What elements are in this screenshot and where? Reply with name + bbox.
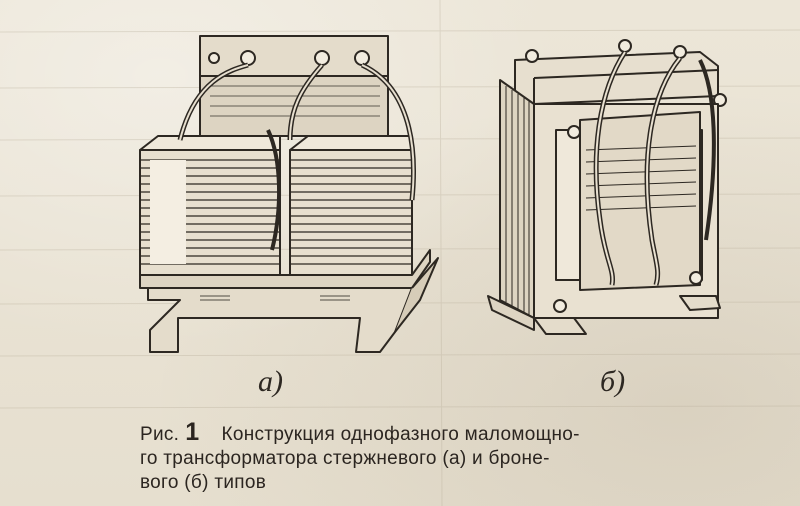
- caption-text-1: Конструкция однофазного маломощно-: [221, 424, 580, 445]
- caption-line-1: Рис.1 Конструкция однофазного маломощно-: [140, 420, 740, 447]
- figure-label-a: а): [258, 365, 283, 398]
- figure-label-b: б): [600, 365, 626, 398]
- caption-prefix: Рис.: [140, 424, 180, 445]
- core-type-transformer-drawing: [139, 35, 439, 353]
- caption-line-3: вого (б) типов: [140, 472, 267, 493]
- caption-line-2: го трансформатора стержневого (а) и брон…: [140, 448, 550, 469]
- caption-number: 1: [185, 418, 200, 446]
- shell-type-transformer-drawing: [487, 39, 727, 335]
